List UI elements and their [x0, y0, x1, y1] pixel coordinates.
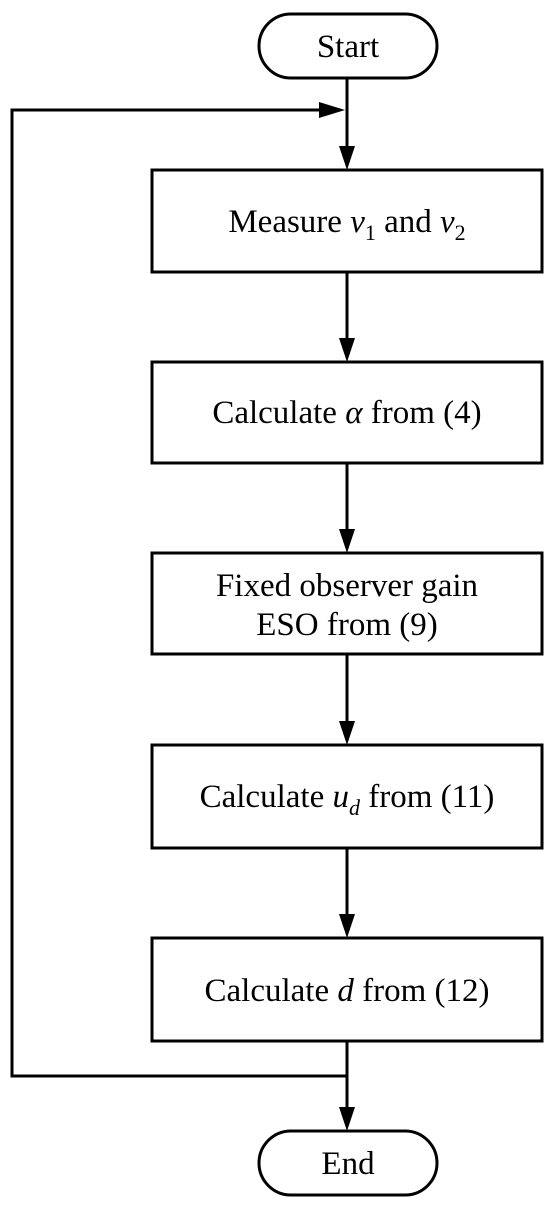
- process-step-calculate-ud: Calculate ud from (11): [150, 743, 544, 850]
- step-label-calculate-ud: Calculate ud from (11): [200, 779, 495, 820]
- arrowhead-eso: [339, 529, 355, 553]
- arrowhead-end: [339, 1107, 355, 1131]
- math-variable: v: [440, 204, 455, 240]
- step-label-calculate-d: Calculate d from (12): [205, 973, 490, 1009]
- step-label-text: from (11): [360, 779, 494, 815]
- step-label-measure: Measure v1 and v2: [228, 204, 465, 245]
- step-label-text: from (12): [354, 973, 490, 1009]
- step-label-text: Measure: [228, 204, 350, 240]
- arrowhead-loop: [319, 102, 345, 118]
- subscript-text: 2: [455, 220, 466, 245]
- arrowhead-d: [339, 914, 355, 938]
- step-label-calculate-alpha: Calculate α from (4): [212, 395, 481, 431]
- process-box-calculate-d: [150, 936, 544, 1043]
- step-label-line: Fixed observer gain: [216, 568, 478, 604]
- arrowhead-ud: [339, 721, 355, 745]
- end-label: End: [321, 1146, 375, 1182]
- process-step-calculate-d: Calculate d from (12): [150, 936, 544, 1043]
- feedback-loop-edge: [10, 108, 347, 1078]
- process-box-measure: [150, 168, 544, 274]
- start-terminal: Start: [257, 12, 439, 80]
- math-variable: d: [337, 973, 354, 1009]
- subscript-text: 1: [365, 220, 376, 245]
- arrowhead-measure: [339, 146, 355, 170]
- arrowhead-alpha: [339, 338, 355, 362]
- step-label-text: Calculate: [212, 395, 345, 431]
- math-variable: α: [345, 395, 363, 431]
- step-label-text: Calculate: [200, 779, 333, 815]
- step-label-text: from (4): [363, 395, 482, 431]
- end-terminal-shape: [257, 1129, 439, 1197]
- math-variable: v: [350, 204, 365, 240]
- process-step-measure: Measure v1 and v2: [150, 168, 544, 274]
- process-step-calculate-alpha: Calculate α from (4): [150, 360, 544, 465]
- start-label: Start: [317, 29, 379, 65]
- step-label-text: Calculate: [205, 973, 338, 1009]
- step-label-text: and: [376, 204, 440, 240]
- step-label-line: ESO from (9): [256, 607, 437, 643]
- process-box-eso: [150, 551, 544, 656]
- math-variable: u: [332, 779, 349, 815]
- subscript-text: d: [349, 795, 361, 820]
- end-terminal: End: [257, 1129, 439, 1197]
